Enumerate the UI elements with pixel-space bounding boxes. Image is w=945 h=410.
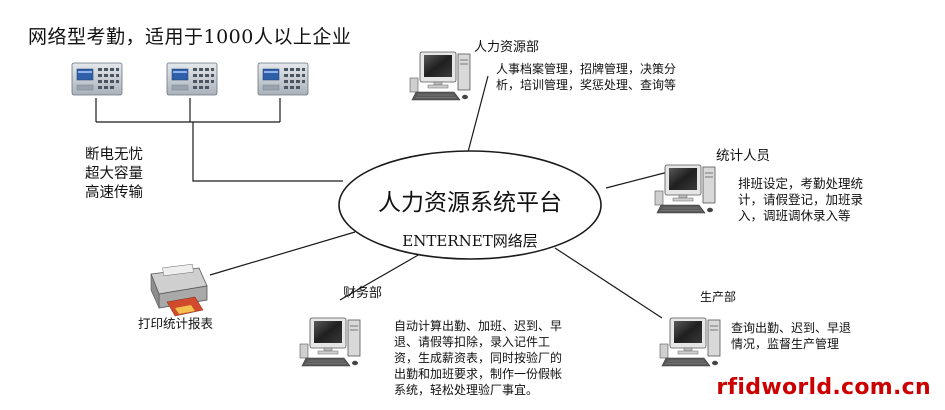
attendance-terminal-icon [166, 62, 218, 96]
finance-desc-line: 退、请假等扣除，录入记件工 [394, 335, 551, 349]
terminal-drop-line [192, 122, 343, 182]
computer-icon [299, 317, 361, 367]
production-desc-line: 查询出勤、迟到、早退 [731, 321, 852, 335]
finance-description: 自动计算出勤、加班、迟到、早 退、请假等扣除，录入记件工 资，生成薪资表，同时按… [394, 318, 562, 398]
attendance-terminal-icon [257, 62, 309, 96]
hr-desc-line: 人事档案管理，招牌管理，决策分 [496, 62, 677, 76]
platform-title: 人力资源系统平台 [378, 190, 562, 216]
connector-lines [95, 75, 669, 319]
feature-item: 超大容量 [85, 166, 143, 182]
feature-list: 断电无忧 超大容量 高速传输 [85, 146, 143, 203]
page-title: 网络型考勤，适用于1000人以上企业 [28, 26, 352, 48]
printer-label: 打印统计报表 [138, 316, 214, 331]
printer-link [209, 231, 356, 276]
printer-icon [150, 263, 208, 317]
feature-item: 高速传输 [85, 185, 143, 201]
finance-desc-line: 系统，轻松处理验厂事宜。 [394, 383, 539, 397]
hr-desc-line: 析，培训管理，奖惩处理、查询等 [496, 78, 677, 92]
platform-subtitle: ENTERNET网络层 [402, 232, 537, 250]
production-description: 查询出勤、迟到、早退 情况，监督生产管理 [731, 320, 851, 352]
finance-desc-line: 出勤和加班要求，制作一份假帐 [394, 367, 563, 381]
hr-label: 人力资源部 [474, 40, 540, 55]
computer-icon [659, 317, 721, 367]
computer-icon [409, 51, 471, 101]
finance-desc-line: 自动计算出勤、加班、迟到、早 [394, 319, 563, 333]
stats-label: 统计人员 [716, 148, 770, 164]
stats-desc-line: 排班设定，考勤处理统 [738, 176, 864, 191]
platform-ellipse [338, 150, 602, 260]
stats-link [605, 171, 669, 189]
finance-label: 财务部 [343, 286, 383, 301]
hr-description: 人事档案管理，招牌管理，决策分 析，培训管理，奖惩处理、查询等 [496, 61, 676, 93]
production-label: 生产部 [700, 290, 737, 304]
feature-item: 断电无忧 [85, 147, 143, 163]
stats-desc-line: 计，请假登记，加班录 [738, 192, 864, 207]
production-desc-line: 情况，监督生产管理 [731, 337, 840, 351]
computer-icon [654, 164, 716, 214]
site-watermark: rfidworld.com.cn [716, 375, 931, 400]
stats-desc-line: 入，调班调休录入等 [738, 208, 851, 223]
attendance-terminal-icon [71, 62, 123, 96]
stats-description: 排班设定，考勤处理统 计，请假登记，加班录 入，调班调休录入等 [738, 176, 863, 224]
finance-desc-line: 资，生成薪资表，同时按验厂的 [394, 351, 563, 365]
production-link [554, 247, 663, 319]
hr-link [467, 75, 489, 153]
finance-link [339, 253, 421, 301]
